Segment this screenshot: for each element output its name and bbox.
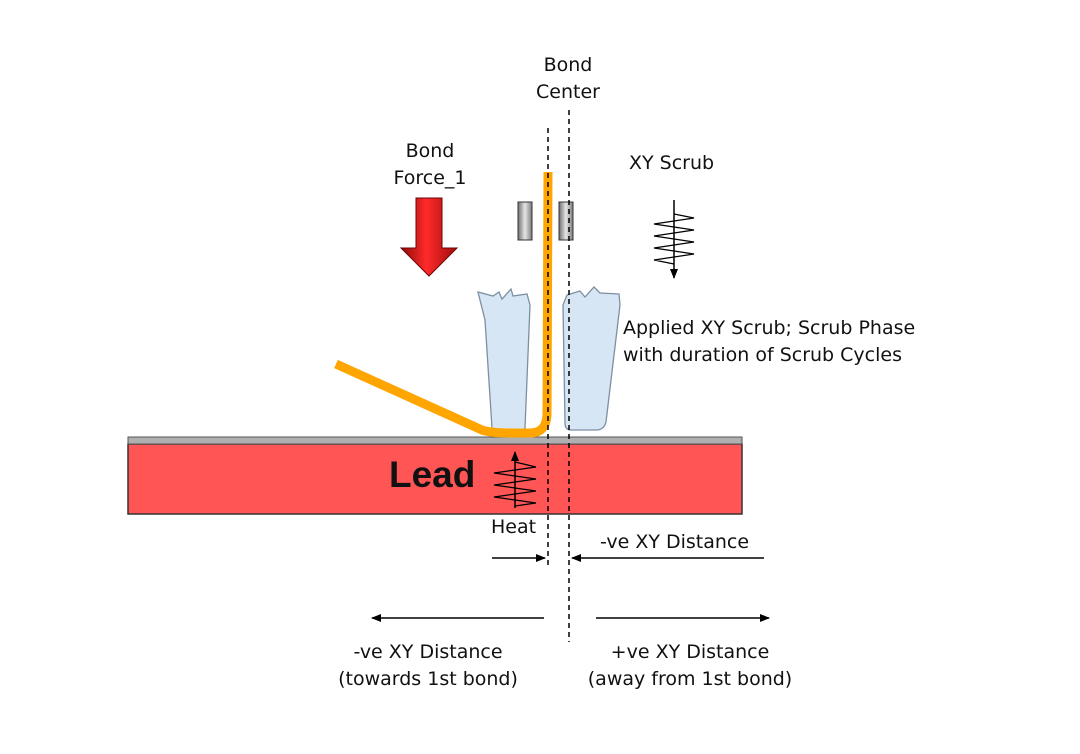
bond-center-line-1: Bond bbox=[543, 54, 593, 76]
lead-surface bbox=[127, 436, 743, 445]
pos-distance-line-1: +ve XY Distance bbox=[610, 641, 770, 663]
xy-scrub-label: XY Scrub bbox=[629, 152, 715, 174]
wire-clamp-left bbox=[517, 201, 533, 241]
lead-label: Lead bbox=[389, 454, 476, 495]
neg-distance-line-1: -ve XY Distance bbox=[353, 641, 503, 663]
pos-distance-label: +ve XY Distance (away from 1st bond) bbox=[575, 639, 805, 693]
capillary-left bbox=[477, 287, 531, 434]
zigzag-arrow-icon bbox=[653, 200, 695, 279]
bond-force-line-2: Force_1 bbox=[393, 167, 467, 189]
applied-scrub-line-1: Applied XY Scrub; Scrub Phase bbox=[623, 317, 916, 339]
bond-center-line-2: Center bbox=[536, 81, 600, 103]
heat-label: Heat bbox=[491, 516, 537, 538]
wire-clamp-right bbox=[558, 201, 574, 241]
capillary-right bbox=[562, 286, 621, 431]
applied-scrub-line-2: with duration of Scrub Cycles bbox=[623, 344, 902, 366]
bond-force-label: Bond Force_1 bbox=[378, 138, 482, 192]
pos-distance-line-2: (away from 1st bond) bbox=[587, 668, 793, 690]
bond-wire bbox=[334, 171, 553, 438]
bond-force-line-1: Bond bbox=[405, 140, 455, 162]
bond-center-label: Bond Center bbox=[520, 52, 616, 106]
down-arrow-icon bbox=[399, 197, 459, 277]
offset-distance-label: -ve XY Distance bbox=[600, 531, 750, 553]
lead-block bbox=[127, 443, 743, 515]
neg-distance-label: -ve XY Distance (towards 1st bond) bbox=[318, 639, 538, 693]
neg-distance-line-2: (towards 1st bond) bbox=[338, 668, 518, 690]
heat-arrow-icon bbox=[493, 451, 537, 508]
applied-scrub-label: Applied XY Scrub; Scrub Phase with durat… bbox=[623, 315, 915, 369]
